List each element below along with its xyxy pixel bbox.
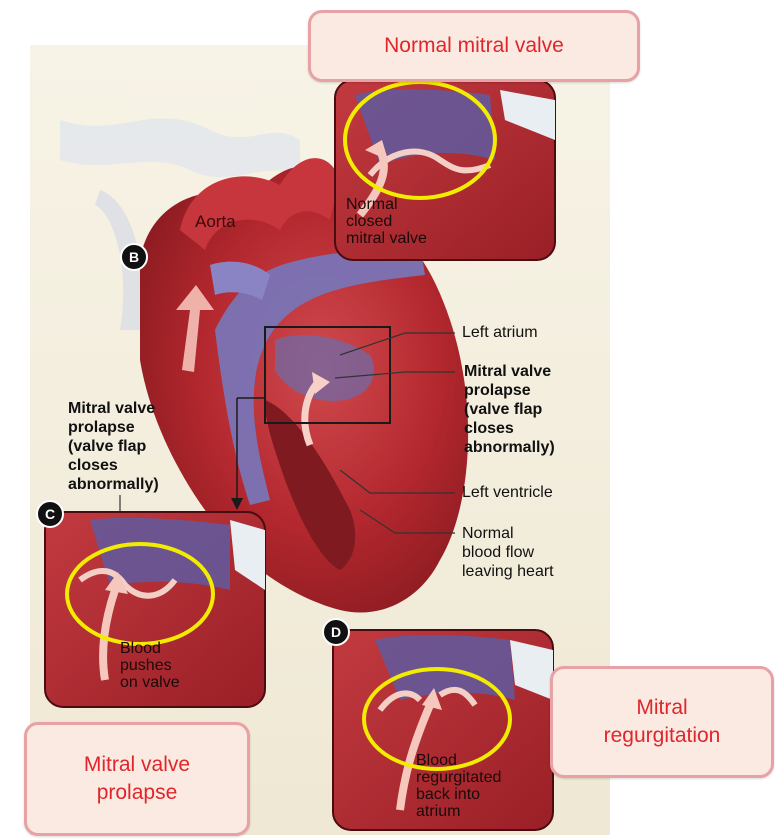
- label-aorta: Aorta: [195, 212, 236, 232]
- label-normal-flow: Normal blood flow leaving heart: [462, 524, 554, 581]
- label-left-atrium: Left atrium: [462, 323, 538, 342]
- label-mvp-right: Mitral valve prolapse (valve flap closes…: [464, 362, 555, 457]
- inset-c-caption: Blood pushes on valve: [120, 640, 180, 691]
- callout-mitral-valve-prolapse: Mitral valve prolapse: [24, 722, 250, 836]
- badge-d: D: [322, 618, 350, 646]
- inset-top-caption: Normal closed mitral valve: [346, 196, 427, 247]
- label-mvp-left: Mitral valve prolapse (valve flap closes…: [68, 399, 159, 494]
- label-left-ventricle: Left ventricle: [462, 483, 553, 502]
- callout-mitral-regurgitation: Mitral regurgitation: [550, 666, 774, 778]
- badge-b: B: [120, 243, 148, 271]
- callout-normal-valve: Normal mitral valve: [308, 10, 640, 82]
- inset-d-caption: Blood regurgitated back into atrium: [416, 752, 501, 820]
- badge-c: C: [36, 500, 64, 528]
